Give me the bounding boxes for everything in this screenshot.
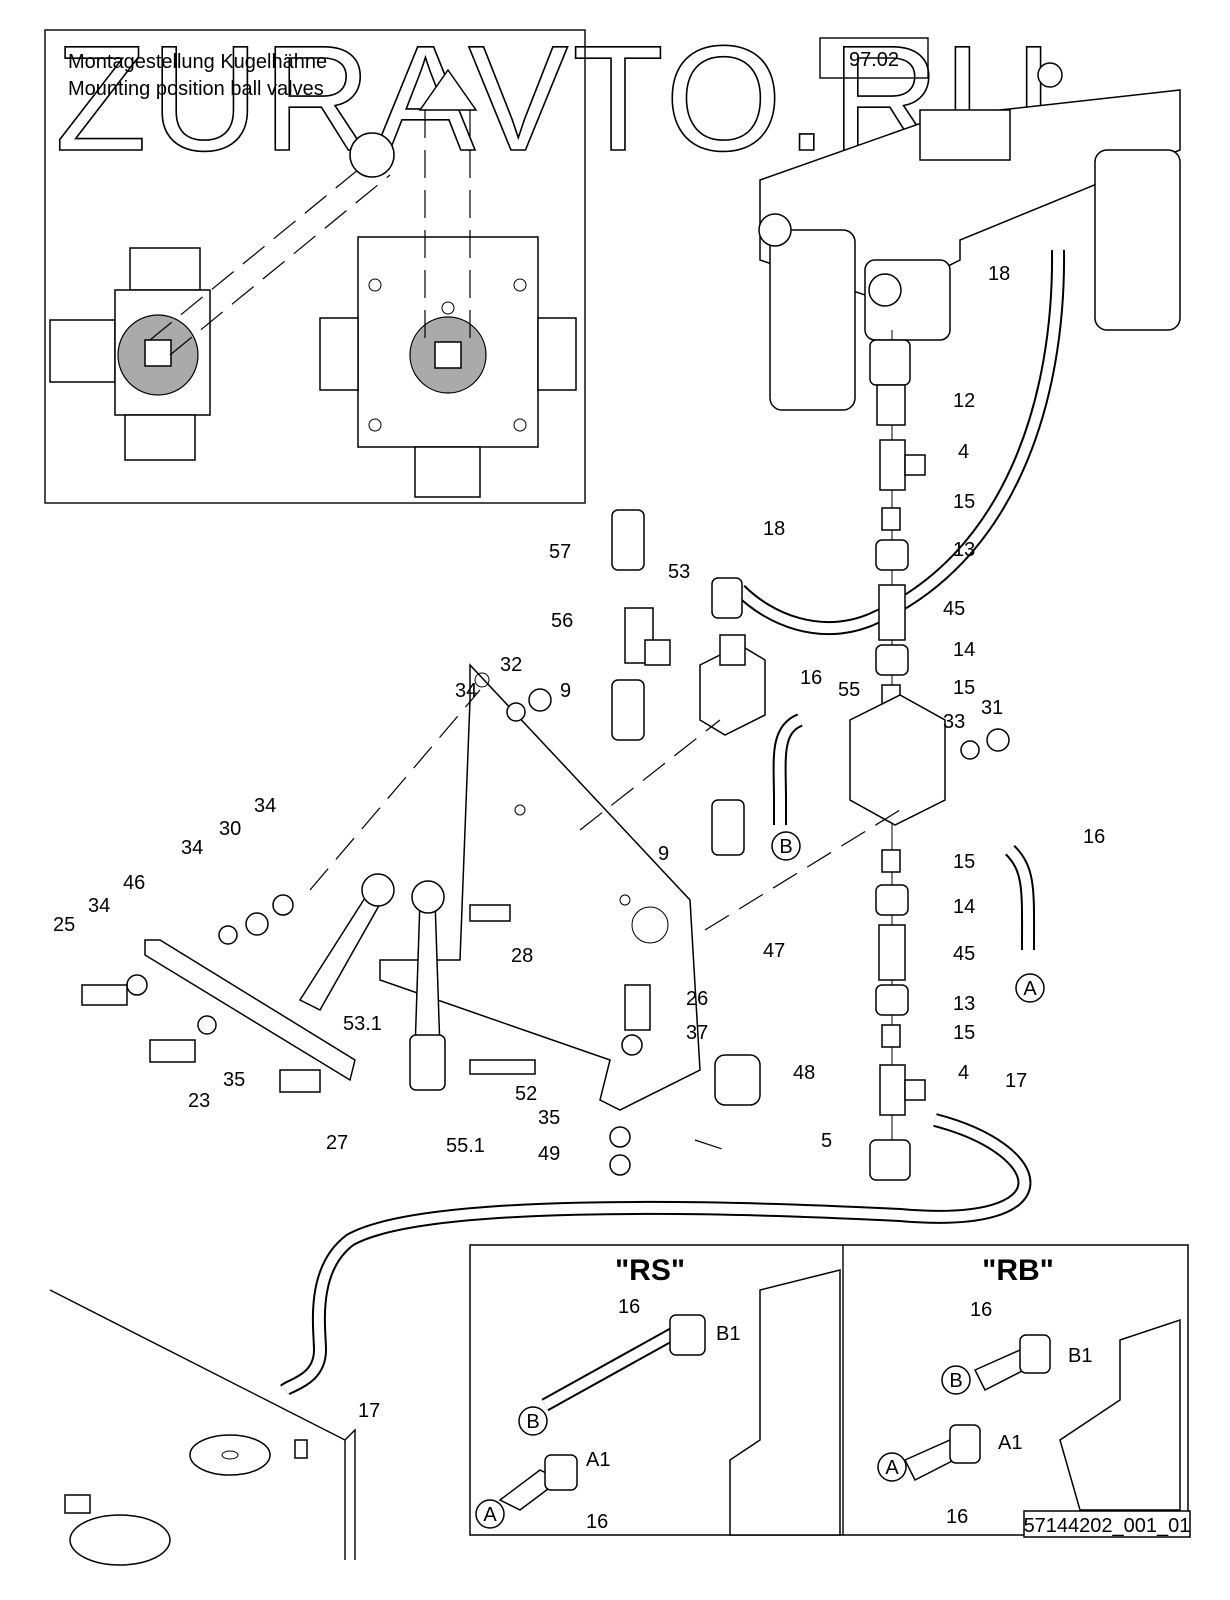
callout: 9 <box>560 680 571 702</box>
callout: 18 <box>988 263 1010 285</box>
callout: 14 <box>953 896 975 918</box>
rb-label-16-bottom: 16 <box>946 1506 968 1528</box>
filter-assembly <box>758 62 1181 411</box>
callout: 32 <box>500 654 522 676</box>
page-ref-box <box>819 37 929 79</box>
connector-b-label: B <box>779 836 792 858</box>
callout: 31 <box>981 697 1003 719</box>
callout: 16 <box>800 667 822 689</box>
callout: 34 <box>181 837 203 859</box>
rb-label-b: B <box>949 1370 962 1392</box>
callout: 12 <box>953 390 975 412</box>
rb-label-a: A <box>885 1457 899 1479</box>
callout: 57 <box>549 541 571 563</box>
callout: 35 <box>538 1107 560 1129</box>
callout: 34 <box>88 895 110 917</box>
callout: 15 <box>953 677 975 699</box>
callout: 23 <box>188 1090 210 1112</box>
callout: 30 <box>219 818 241 840</box>
callout: 34 <box>455 680 477 702</box>
callout: 9 <box>658 843 669 865</box>
rs-label-16-top: 16 <box>618 1296 640 1318</box>
drawing-id-box <box>1023 1510 1191 1538</box>
callout: 33 <box>943 711 965 733</box>
bracket-47 <box>144 663 901 1151</box>
callout: 17 <box>358 1400 380 1422</box>
callout: 26 <box>686 988 708 1010</box>
inset-title-de: Montagestellung Kugelhähne <box>68 51 327 73</box>
callout: 14 <box>953 639 975 661</box>
rb-title: "RB" <box>982 1254 1054 1287</box>
callout: 35 <box>223 1069 245 1091</box>
callout: 17 <box>1005 1070 1027 1092</box>
callout: 46 <box>123 872 145 894</box>
callout: 47 <box>763 940 785 962</box>
rs-label-b: B <box>526 1411 539 1433</box>
callout: 27 <box>326 1132 348 1154</box>
hardware <box>81 688 1010 1176</box>
detail-inset: "RS" 16 B1 B A1 A 16 "RB" 16 B1 B A1 A 1… <box>469 1244 1189 1536</box>
rb-label-a1: A1 <box>998 1432 1022 1454</box>
callout: 15 <box>953 1022 975 1044</box>
callout: 4 <box>958 441 969 463</box>
callout: 18 <box>763 518 785 540</box>
rs-label-16-bottom: 16 <box>586 1511 608 1533</box>
tank <box>49 1289 356 1566</box>
callout: 15 <box>953 491 975 513</box>
callout: 56 <box>551 610 573 632</box>
callout: 53 <box>668 561 690 583</box>
callout: 37 <box>686 1022 708 1044</box>
fitting-stack <box>849 330 946 1181</box>
callout: 52 <box>515 1083 537 1105</box>
rs-label-a: A <box>483 1504 497 1526</box>
callout: 45 <box>943 598 965 620</box>
callout: 13 <box>953 539 975 561</box>
callout: 55 <box>838 679 860 701</box>
connector-a-label: A <box>1023 978 1037 1000</box>
callout: 49 <box>538 1143 560 1165</box>
inset-title-en: Mounting position ball valves <box>68 78 324 100</box>
callout: 34 <box>254 795 276 817</box>
rs-title: "RS" <box>615 1254 685 1287</box>
callout: 28 <box>511 945 533 967</box>
callout: 48 <box>793 1062 815 1084</box>
connector-a <box>1015 973 1045 1003</box>
inset-ball-valves: Montagestellung Kugelhähne Mounting posi… <box>44 29 586 504</box>
callout: 13 <box>953 993 975 1015</box>
callout: 25 <box>53 914 75 936</box>
callout: 53.1 <box>343 1013 382 1035</box>
rs-label-b1: B1 <box>716 1323 740 1345</box>
callout: 5 <box>821 1130 832 1152</box>
rs-label-a1: A1 <box>586 1449 610 1471</box>
callout: 45 <box>953 943 975 965</box>
callout: 55.1 <box>446 1135 485 1157</box>
rb-label-16-top: 16 <box>970 1299 992 1321</box>
callout-labels: 18 12 4 15 13 45 14 15 31 33 57 18 53 56… <box>53 263 1105 1422</box>
callout: 4 <box>958 1062 969 1084</box>
callout: 15 <box>953 851 975 873</box>
callout: 16 <box>1083 826 1105 848</box>
connector-b <box>771 831 801 861</box>
page-ref: 97.02 <box>849 49 899 71</box>
valve-53-group <box>611 509 766 856</box>
rb-label-b1: B1 <box>1068 1345 1092 1367</box>
drawing-id: 57144202_001_01 <box>1024 1515 1191 1537</box>
